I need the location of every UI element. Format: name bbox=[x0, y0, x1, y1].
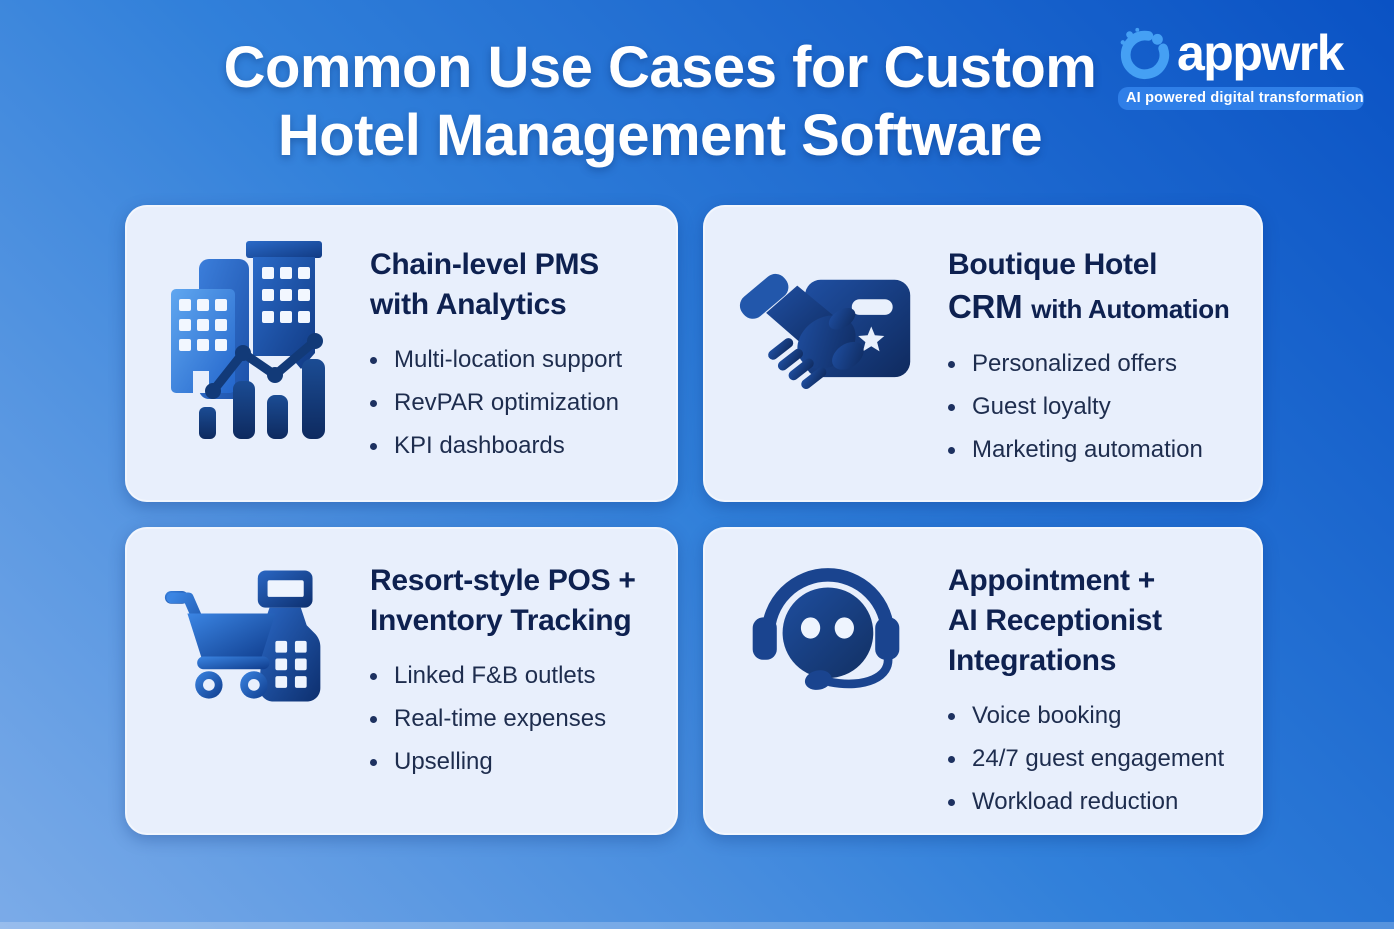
bullet-item: Upselling bbox=[370, 747, 664, 775]
shopping-cart-pos-icon bbox=[164, 570, 320, 702]
bullet-text: Workload reduction bbox=[972, 787, 1179, 815]
bullet-dot bbox=[370, 759, 377, 767]
bullet-item: 24/7 guest engagement bbox=[948, 744, 1249, 772]
bullet-text: Guest loyalty bbox=[972, 392, 1111, 420]
card-icon-box bbox=[703, 205, 948, 502]
card-boutique-hotel-crm: Boutique Hotel CRM with Automation Person… bbox=[703, 205, 1263, 502]
bullet-dot bbox=[948, 404, 955, 412]
bottom-highlight-strip bbox=[0, 922, 1394, 929]
bullet-item: KPI dashboards bbox=[370, 431, 664, 459]
card-content: Resort-style POS + Inventory Tracking Li… bbox=[370, 527, 678, 835]
card-title: Appointment + AI Receptionist Integratio… bbox=[948, 561, 1249, 681]
bullet-text: Linked F&B outlets bbox=[394, 661, 596, 689]
card-content: Chain-level PMS with Analytics Multi-loc… bbox=[370, 205, 678, 502]
bullet-list: Voice booking 24/7 guest engagement Work… bbox=[948, 701, 1249, 815]
card-resort-style-pos: Resort-style POS + Inventory Tracking Li… bbox=[125, 527, 678, 835]
appwrk-logo-icon bbox=[1120, 27, 1170, 79]
bullet-text: Upselling bbox=[394, 747, 493, 775]
bullet-text: KPI dashboards bbox=[394, 431, 565, 459]
appwrk-logo[interactable]: appwrk AI powered digital transformation bbox=[1118, 26, 1364, 110]
card-title: Boutique Hotel CRM with Automation bbox=[948, 245, 1249, 329]
card-ai-receptionist: Appointment + AI Receptionist Integratio… bbox=[703, 527, 1263, 835]
bullet-dot bbox=[948, 361, 955, 369]
buildings-analytics-icon bbox=[170, 240, 325, 439]
page-title: Common Use Cases for Custom Hotel Manage… bbox=[0, 34, 1320, 171]
bullet-item: Voice booking bbox=[948, 701, 1249, 729]
bullet-text: 24/7 guest engagement bbox=[972, 744, 1225, 772]
bullet-list: Personalized offers Guest loyalty Market… bbox=[948, 349, 1249, 463]
card-title-line: Resort-style POS + bbox=[370, 564, 636, 597]
card-icon-box bbox=[125, 205, 370, 502]
bullet-dot bbox=[370, 443, 377, 451]
bullet-text: Marketing automation bbox=[972, 435, 1203, 463]
bullet-text: Voice booking bbox=[972, 701, 1122, 729]
bullet-item: Workload reduction bbox=[948, 787, 1249, 815]
card-title-rest: with Automation bbox=[1031, 293, 1230, 324]
bullet-text: Personalized offers bbox=[972, 349, 1178, 377]
bullet-dot bbox=[948, 799, 955, 807]
card-title-line: with Analytics bbox=[370, 287, 567, 321]
card-title-line: Appointment + bbox=[948, 564, 1155, 597]
card-icon-box bbox=[703, 527, 948, 835]
bullet-list: Multi-location support RevPAR optimizati… bbox=[370, 345, 664, 459]
handshake-loyalty-card-icon bbox=[739, 273, 911, 389]
bullet-item: RevPAR optimization bbox=[370, 388, 664, 416]
card-title-line: Inventory Tracking bbox=[370, 603, 632, 637]
card-title: Resort-style POS + Inventory Tracking bbox=[370, 561, 664, 641]
card-chain-level-pms: Chain-level PMS with Analytics Multi-loc… bbox=[125, 205, 678, 502]
logo-tagline-badge: AI powered digital transformation bbox=[1118, 87, 1364, 110]
card-title-line: Chain-level PMS bbox=[370, 248, 599, 281]
bullet-item: Linked F&B outlets bbox=[370, 661, 664, 689]
bullet-list: Linked F&B outlets Real-time expenses Up… bbox=[370, 661, 664, 775]
card-content: Appointment + AI Receptionist Integratio… bbox=[948, 527, 1263, 835]
card-title: Chain-level PMS with Analytics bbox=[370, 245, 664, 325]
card-title-line: AI Receptionist bbox=[948, 603, 1162, 637]
card-title-line: Integrations bbox=[948, 643, 1117, 677]
bullet-dot bbox=[948, 713, 955, 721]
bullet-dot bbox=[948, 756, 955, 764]
bullet-text: RevPAR optimization bbox=[394, 388, 619, 416]
bullet-dot bbox=[948, 447, 955, 455]
bullet-dot bbox=[370, 357, 377, 365]
card-title-line: Boutique Hotel bbox=[948, 248, 1158, 281]
bullet-item: Real-time expenses bbox=[370, 704, 664, 732]
bullet-item: Marketing automation bbox=[948, 435, 1249, 463]
use-case-grid: Chain-level PMS with Analytics Multi-loc… bbox=[125, 205, 1263, 835]
page-title-line2: Hotel Management Software bbox=[277, 103, 1043, 169]
bullet-item: Guest loyalty bbox=[948, 392, 1249, 420]
bullet-text: Real-time expenses bbox=[394, 704, 607, 732]
appwrk-logo-text: appwrk bbox=[1177, 25, 1345, 81]
page-title-line1: Common Use Cases for Custom bbox=[223, 35, 1097, 100]
card-content: Boutique Hotel CRM with Automation Person… bbox=[948, 205, 1263, 502]
bullet-item: Multi-location support bbox=[370, 345, 664, 373]
card-title-line: CRM with Automation bbox=[948, 285, 1249, 329]
card-icon-box bbox=[125, 527, 370, 835]
bullet-dot bbox=[370, 400, 377, 408]
bullet-text: Multi-location support bbox=[394, 345, 623, 373]
bullet-dot bbox=[370, 673, 377, 681]
robot-headset-icon bbox=[752, 568, 899, 690]
bullet-item: Personalized offers bbox=[948, 349, 1249, 377]
bullet-dot bbox=[370, 716, 377, 724]
card-title-strong: CRM bbox=[948, 287, 1023, 325]
